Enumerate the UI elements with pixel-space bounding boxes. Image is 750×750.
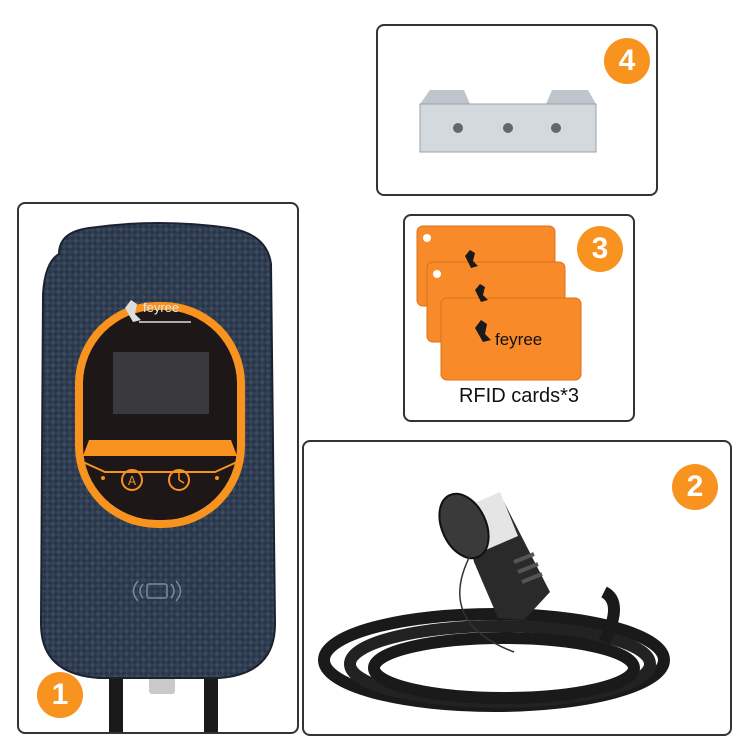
badge-1: 1 [37,672,83,718]
rfid-card-brand: feyree [495,330,543,349]
bracket-panel: 4 [376,24,658,196]
feyree-logo-icon [125,300,141,322]
rfid-cards-image [416,225,582,381]
auto-mode-icon [121,469,143,491]
mounting-bracket-image [419,90,597,153]
wallbox-charger-image: A [39,222,277,732]
timer-icon [168,469,190,491]
badge-3: 3 [577,226,623,272]
badge-2: 2 [672,464,718,510]
rfid-cards-panel: feyree 3 RFID cards*3 [403,214,635,422]
cable-panel: 2 [302,440,732,736]
rfid-caption: RFID cards*3 [458,385,580,407]
charger-brand-label: feyree [143,300,180,315]
badge-4: 4 [604,38,650,84]
charger-panel: A feyree 1 [17,202,299,734]
charging-cable-image [318,492,670,712]
rfid-reader-icon [132,580,182,602]
svg-text:A: A [128,474,137,488]
